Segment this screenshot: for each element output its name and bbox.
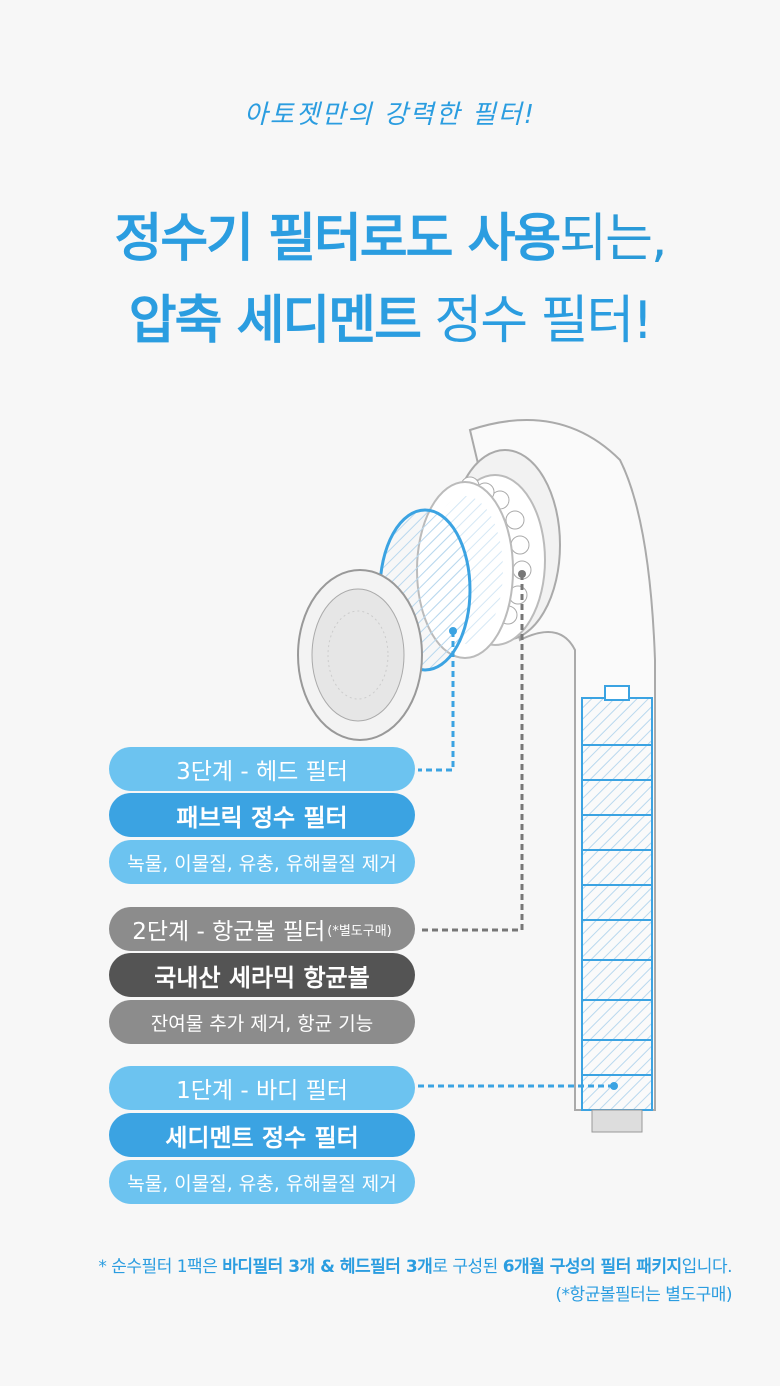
stage2-desc: 잔여물 추가 제거, 항균 기능 [109, 1000, 415, 1044]
headline-line1: 정수기 필터로도 사용되는, [0, 196, 780, 271]
stage2-title-note: (*별도구매) [327, 923, 392, 939]
stage3-name: 패브릭 정수 필터 [109, 793, 415, 837]
headline-bold: 정수기 필터로도 사용 [114, 209, 562, 269]
footnote-line2: (*항균볼필터는 별도구매) [555, 1285, 732, 1305]
headline-normal: 되는, [559, 209, 667, 269]
headline-normal: 정수 필터! [419, 291, 653, 351]
stage2-title-text: 2단계 - 항균볼 필터 [132, 919, 326, 945]
headline-line2: 압축 세디멘트 정수 필터! [0, 278, 780, 353]
stage1-desc: 녹물, 이물질, 유충, 유해물질 제거 [109, 1160, 415, 1204]
headline-bold: 압축 세디멘트 [128, 291, 422, 351]
footnote-text: 로 구성된 [432, 1257, 503, 1277]
footnote-text: 입니다. [681, 1257, 733, 1277]
stage1-title: 1단계 - 바디 필터 [109, 1066, 415, 1110]
footnote-bold: 바디필터 3개 & 헤드필터 3개 [222, 1257, 433, 1277]
stage3-desc: 녹물, 이물질, 유충, 유해물질 제거 [109, 840, 415, 884]
stage1-name: 세디멘트 정수 필터 [109, 1113, 415, 1157]
stage2-title: 2단계 - 항균볼 필터(*별도구매) [109, 907, 415, 951]
footnote-line1: * 순수필터 1팩은 바디필터 3개 & 헤드필터 3개로 구성된 6개월 구성… [98, 1252, 732, 1277]
footnote-text: * 순수필터 1팩은 [98, 1257, 223, 1277]
body-filter [581, 697, 653, 1111]
stage2-name: 국내산 세라믹 항균볼 [109, 953, 415, 997]
subtitle: 아토젯만의 강력한 필터! [243, 100, 537, 130]
footnote-bold: 6개월 구성의 필터 패키지 [502, 1257, 682, 1277]
stage3-title: 3단계 - 헤드 필터 [109, 747, 415, 791]
